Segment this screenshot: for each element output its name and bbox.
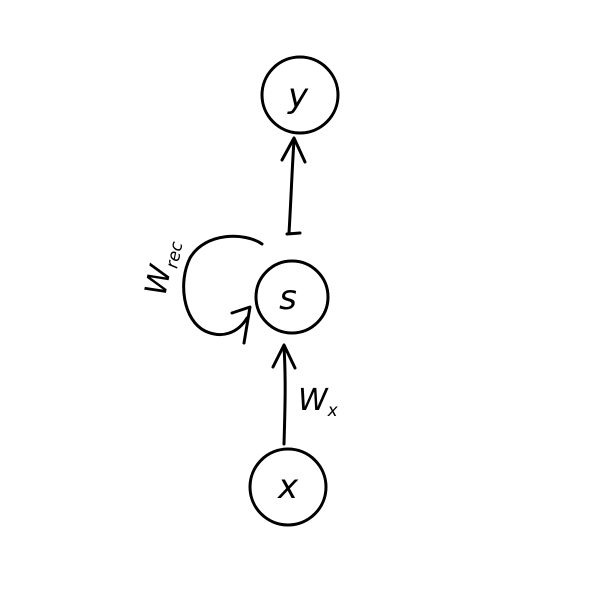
node-s-label: s xyxy=(279,278,297,318)
edge-x-to-s-line xyxy=(282,345,287,446)
edge-s-to-y-tail xyxy=(285,231,302,236)
node-s-circle xyxy=(254,259,330,335)
node-y-circle xyxy=(260,55,340,135)
edge-s-to-y-line xyxy=(287,138,296,235)
edge-x-to-s-label-subscript: x xyxy=(327,401,339,421)
node-x-circle xyxy=(248,447,328,527)
edge-s-recurrent: Wrec xyxy=(139,234,264,345)
edge-x-to-s-arrowhead xyxy=(271,343,297,370)
node-x: x xyxy=(248,447,328,527)
edge-s-recurrent-label-subscript: rec xyxy=(162,239,187,270)
edge-x-to-s: Wx xyxy=(271,343,339,446)
node-y: y xyxy=(260,55,340,135)
edge-s-recurrent-arrowhead xyxy=(230,305,252,345)
node-x-label: x xyxy=(277,467,299,507)
edge-s-recurrent-label: Wrec xyxy=(139,236,188,300)
edge-s-to-y xyxy=(280,136,307,236)
edge-s-recurrent-loop xyxy=(182,234,264,336)
edge-x-to-s-label-main: W xyxy=(298,383,329,418)
edge-x-to-s-label: Wx xyxy=(298,383,339,421)
node-s: s xyxy=(254,259,330,335)
node-y-label: y xyxy=(287,76,309,116)
edge-s-to-y-arrowhead xyxy=(280,136,307,164)
